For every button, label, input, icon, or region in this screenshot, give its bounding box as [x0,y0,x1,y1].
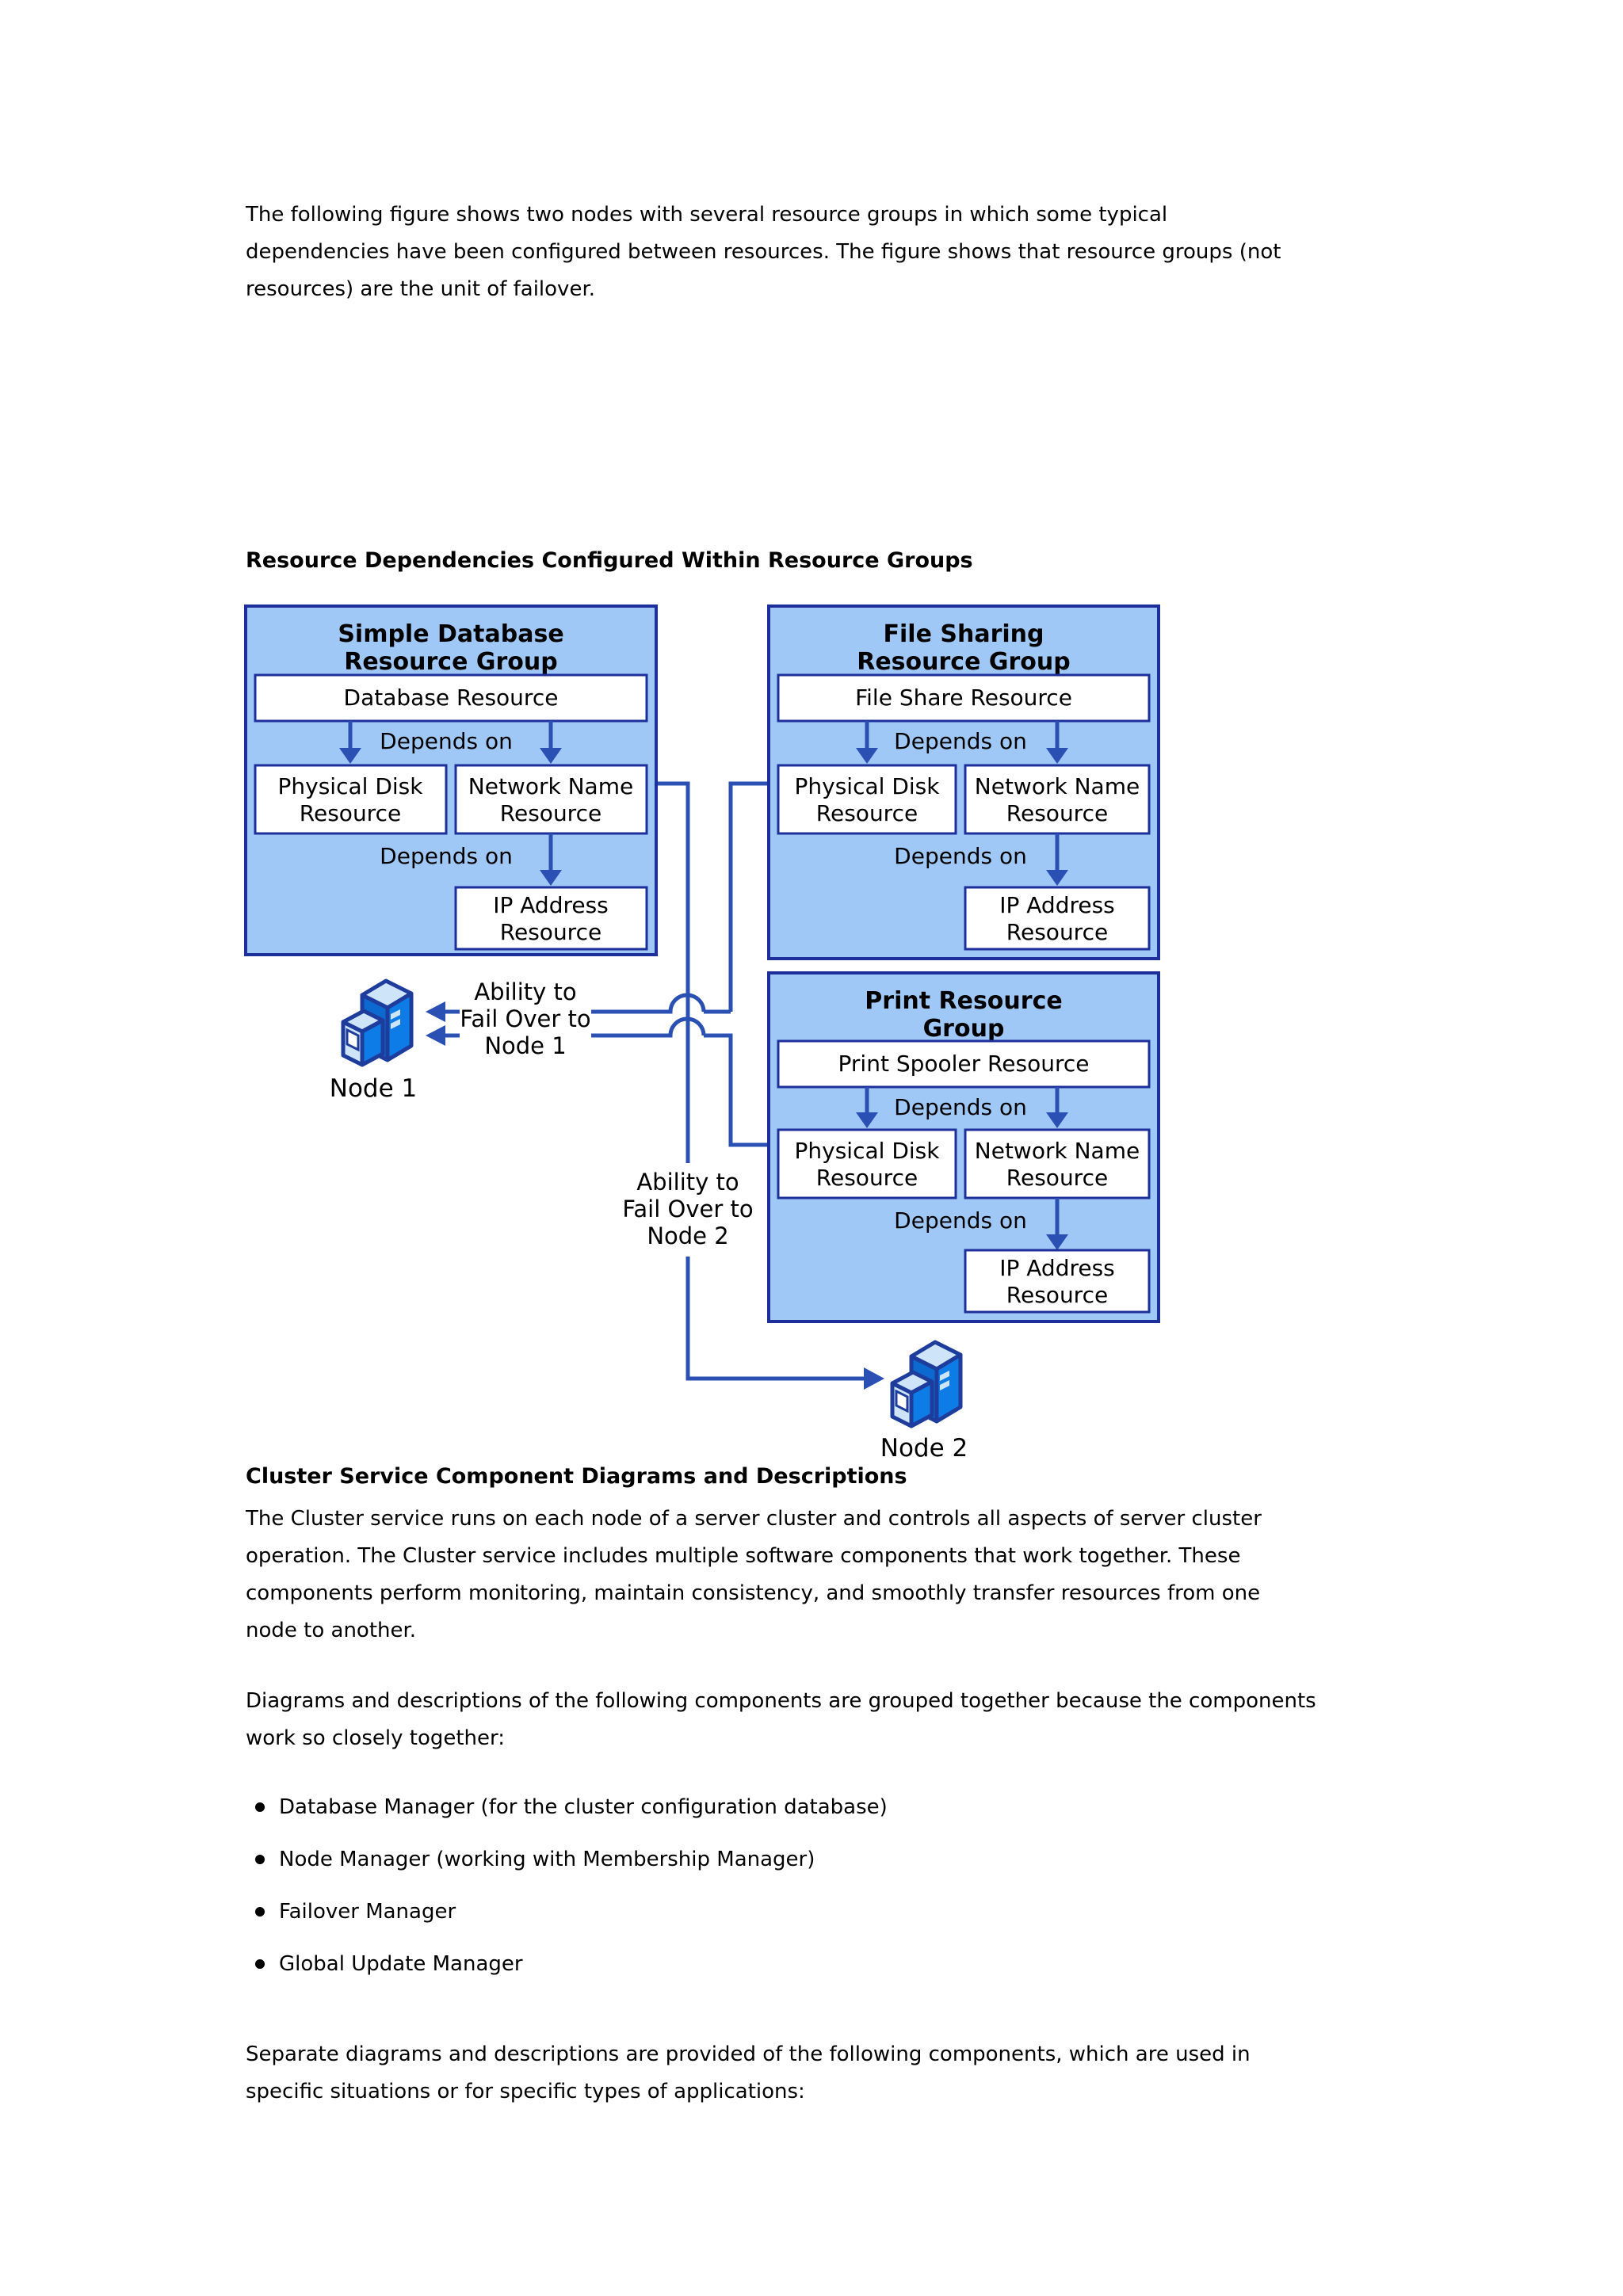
group-title: Group [923,1015,1005,1043]
ip-address-label: IP Address [999,892,1115,918]
physical-disk-label: Resource [816,1165,918,1191]
ip-address-label: Resource [1006,919,1108,945]
lower-horizontal-line [445,1016,769,1147]
ip-address-label: Resource [1006,1282,1108,1308]
group-title: Resource Group [344,648,558,676]
down-arrowhead-icon [856,748,878,764]
failover-node1-label: Ability to Fail Over to Node 1 [460,978,590,1059]
section-paragraph: The Cluster service runs on each node of… [246,1507,1262,1642]
ip-address-label: IP Address [493,892,609,918]
depends-on-label: Depends on [380,728,513,754]
ip-address-label: IP Address [999,1255,1115,1281]
network-name-label: Resource [1006,800,1108,826]
intro-paragraph: The following figure shows two nodes wit… [246,203,1281,301]
ip-address-box [454,886,648,951]
node1-server-icon [341,978,414,1067]
label-mask [629,1163,747,1257]
network-name-label: Network Name [975,1138,1140,1164]
list-item: Global Update Manager [246,1946,1434,1983]
depends-on-label: Depends on [894,1207,1027,1234]
print-resource-group: Print Resource Group Print Spooler Resou… [767,971,1160,1323]
database-resource-label: Database Resource [344,685,559,711]
resource-dependencies-diagram: Simple Database Resource Group Database … [244,605,1160,1463]
down-arrowhead-icon [339,748,361,764]
figure-heading: Resource Dependencies Configured Within … [246,548,973,573]
file-sharing-group: File Sharing Resource Group File Share R… [767,605,1160,960]
depends-on-label: Depends on [894,728,1027,754]
file-share-resource-box [777,673,1151,723]
grouped-components-paragraph: Diagrams and descriptions of the followi… [246,1689,1316,1750]
physical-disk-label: Resource [300,800,401,826]
simple-database-group: Simple Database Resource Group Database … [244,605,658,956]
network-name-label: Network Name [468,773,633,799]
print-spooler-label: Print Spooler Resource [838,1051,1090,1077]
group-title: Simple Database [338,620,563,648]
failover1-line3: Node 1 [484,1032,566,1059]
connector-fs-group-to-node1 [728,781,769,1012]
file-share-resource-label: File Share Resource [855,685,1072,711]
group-title: File Sharing [884,620,1044,648]
physical-disk-label: Resource [816,800,918,826]
failover2-line2: Fail Over to [622,1196,753,1222]
down-arrowhead-icon [540,870,562,886]
physical-disk-label: Physical Disk [795,1138,941,1164]
node1-label: Node 1 [330,1074,417,1103]
physical-disk-label: Physical Disk [278,773,424,799]
down-arrowhead-icon [1046,748,1068,764]
database-resource-box [254,673,648,723]
node2-label: Node 2 [880,1434,968,1463]
group-title: Resource Group [857,648,1071,676]
connector-db-group-to-node2 [656,781,864,1381]
down-arrowhead-icon [1046,1234,1068,1250]
ip-address-label: Resource [500,919,601,945]
failover1-line1: Ability to [474,978,576,1005]
failover2-line1: Ability to [636,1169,739,1196]
down-arrowhead-icon [1046,870,1068,886]
separate-components-paragraph: Separate diagrams and descriptions are p… [246,2042,1251,2103]
print-spooler-box [777,1039,1151,1089]
physical-disk-box [254,764,448,835]
ip-address-box [964,1249,1151,1314]
node1-upper-arrowhead-icon [426,1001,445,1022]
list-item: Node Manager (working with Membership Ma… [246,1841,1434,1878]
failover2-line3: Node 2 [647,1222,728,1249]
physical-disk-box [777,1128,957,1199]
network-name-box [454,764,648,835]
component-bullet-list: Database Manager (for the cluster config… [246,1789,1434,1998]
node1-lower-arrowhead-icon [426,1025,445,1046]
network-name-label: Resource [500,800,601,826]
physical-disk-label: Physical Disk [795,773,941,799]
failover1-line2: Fail Over to [460,1005,590,1032]
section-heading: Cluster Service Component Diagrams and D… [246,1464,907,1489]
down-arrowhead-icon [1046,1112,1068,1128]
list-item: Failover Manager [246,1894,1434,1931]
group-title: Print Resource [865,987,1062,1015]
down-arrowhead-icon [540,748,562,764]
failover-node2-label: Ability to Fail Over to Node 2 [622,1163,754,1257]
failover-connectors [426,781,884,1390]
depends-on-label: Depends on [894,843,1027,869]
physical-disk-box [777,764,957,835]
depends-on-label: Depends on [894,1094,1027,1120]
node2-arrowhead-icon [864,1367,884,1390]
network-name-label: Resource [1006,1165,1108,1191]
down-arrowhead-icon [856,1112,878,1128]
network-name-label: Network Name [975,773,1140,799]
node2-server-icon [890,1340,963,1428]
depends-on-label: Depends on [380,843,513,869]
ip-address-box [964,886,1151,951]
list-item: Database Manager (for the cluster config… [246,1789,1434,1826]
upper-horizontal-line [445,993,731,1014]
